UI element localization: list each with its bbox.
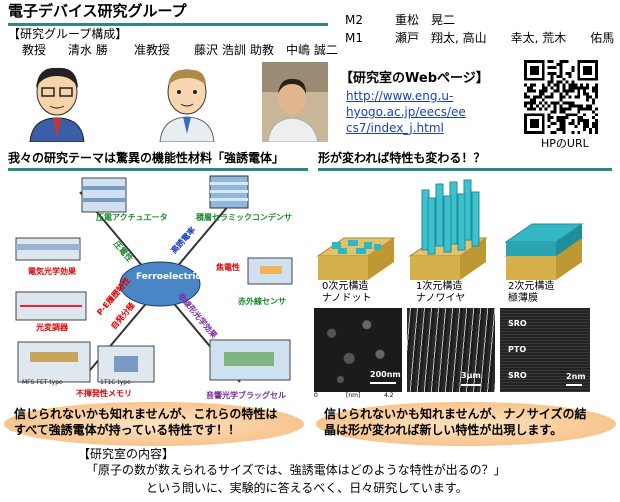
nanodot-scale-bar (370, 382, 396, 384)
structure-1d-label: 1次元構造 (416, 281, 463, 292)
label-mfsfet: MFS-FET type (22, 379, 63, 386)
group-title: 電子デバイス研究グループ (8, 2, 187, 20)
structure-2d-sublabel: 極薄膜 (508, 293, 538, 304)
left-heading: 我々の研究テーマは驚異の機能性材料「強誘電体」 (8, 151, 285, 165)
nanodot-illustration (316, 237, 396, 280)
web-url-line-3[interactable]: cs7/index_j.html (346, 121, 444, 135)
left-heading-underline (8, 168, 308, 171)
structure-0d-sublabel: ナノドット (322, 293, 372, 304)
label-photo-effect: 電気光学効果 (28, 267, 76, 276)
label-1t1c: 1T1C type (100, 379, 131, 386)
nanowire-scale-bar (461, 384, 481, 386)
web-url-line-2[interactable]: hyogo.ac.jp/eecs/ee (346, 105, 466, 119)
sem-axis-min: 0 (314, 392, 318, 399)
label-pyro: 焦電性 (216, 263, 240, 272)
role-assistant-professor: 助教 (250, 43, 275, 57)
right-caption-line-1: 信じられないかも知れませんが、ナノサイズの結 (324, 407, 587, 421)
thin-film-illustration (504, 223, 584, 280)
grade-m1: M1 (345, 31, 363, 45)
tem-scale-bar (566, 384, 582, 386)
students-m2: 重松 晃二 (395, 13, 456, 27)
qr-caption: HPのURL (541, 137, 589, 150)
sem-axis-max: 4.2 (384, 392, 394, 399)
tem-layer-top: SRO (508, 319, 527, 328)
label-device-capacitor: 積層セラミックコンデンサ (196, 213, 292, 222)
role-professor: 教授 (22, 43, 47, 57)
web-url[interactable]: http://www.eng.u- hyogo.ac.jp/eecs/ee cs… (346, 88, 466, 136)
sem-axis-unit: [nm] (346, 392, 361, 399)
label-device-ir-sensor: 赤外線センサ (238, 297, 286, 306)
left-caption-line-1: 信じられないかも知れませんが、これらの特性は (14, 407, 278, 421)
associate-professor-cartoon-image (159, 69, 215, 142)
web-title: 【研究室のWebページ】 (340, 71, 489, 86)
students-m1: 瀬戸 翔太, 高山 幸太, 荒木 佑馬 (395, 31, 615, 45)
footer-line-2: という問いに、実験的に答えるべく、日々研究しています。 (146, 481, 468, 495)
left-caption-oval (4, 402, 304, 446)
label-device-actuator: 圧電アクチュエータ (96, 213, 168, 222)
title-underline (8, 23, 328, 26)
footer-line-1: 「原子の数が数えられるサイズでは、強誘電体はどのような特性が出るの？」 (86, 463, 506, 477)
nanowire-illustration (408, 179, 488, 280)
tem-layer-bottom: SRO (508, 371, 527, 380)
ferroelectric-diagram (15, 175, 293, 383)
role-associate-professor: 准教授 (134, 43, 171, 57)
structure-2d-label: 2次元構造 (508, 281, 555, 292)
nanowire-sem-image: 3μm (407, 308, 495, 392)
name-assistant-professor: 中嶋 誠二 (286, 43, 338, 57)
label-device-grating: 音響光学ブラッグセル (206, 391, 286, 400)
tem-scale-label: 2nm (566, 372, 586, 381)
structure-0d-label: 0次元構造 (322, 281, 369, 292)
assistant-professor-photo (262, 62, 328, 142)
right-caption-oval (316, 402, 616, 446)
footer-heading: 【研究室の内容】 (78, 447, 175, 461)
center-label: Ferroelectric films (136, 272, 229, 282)
thin-film-tem-image: SRO PTO SRO 2nm (500, 308, 590, 392)
right-heading-underline (318, 168, 612, 171)
members-heading: 【研究グループ構成】 (8, 27, 128, 41)
professor-cartoon-image (29, 67, 85, 142)
nanostructure-illustrations (316, 179, 584, 280)
qr-code-image (524, 60, 598, 134)
web-url-line-1[interactable]: http://www.eng.u- (346, 89, 454, 103)
grade-m2: M2 (345, 13, 363, 27)
tem-layer-middle: PTO (508, 345, 527, 354)
left-caption-line-2: すべて強誘電体が持っている特性です！！ (14, 423, 241, 437)
structure-1d-sublabel: ナノワイヤ (416, 293, 466, 304)
name-associate-professor: 藤沢 浩訓 (194, 43, 246, 57)
right-caption-line-2: 晶は形が変われば新しい特性が出現します。 (324, 423, 563, 437)
nanodot-sem-image: 200nm (314, 308, 402, 392)
name-professor: 清水 勝 (68, 43, 108, 57)
right-heading: 形が変われば特性も変わる！？ (318, 151, 486, 165)
label-device-memory: 不揮発性メモリ (76, 389, 132, 398)
label-device-modulator: 光変調器 (36, 323, 68, 332)
nanowire-scale-label: 3μm (461, 371, 481, 380)
nanodot-scale-label: 200nm (370, 370, 401, 379)
